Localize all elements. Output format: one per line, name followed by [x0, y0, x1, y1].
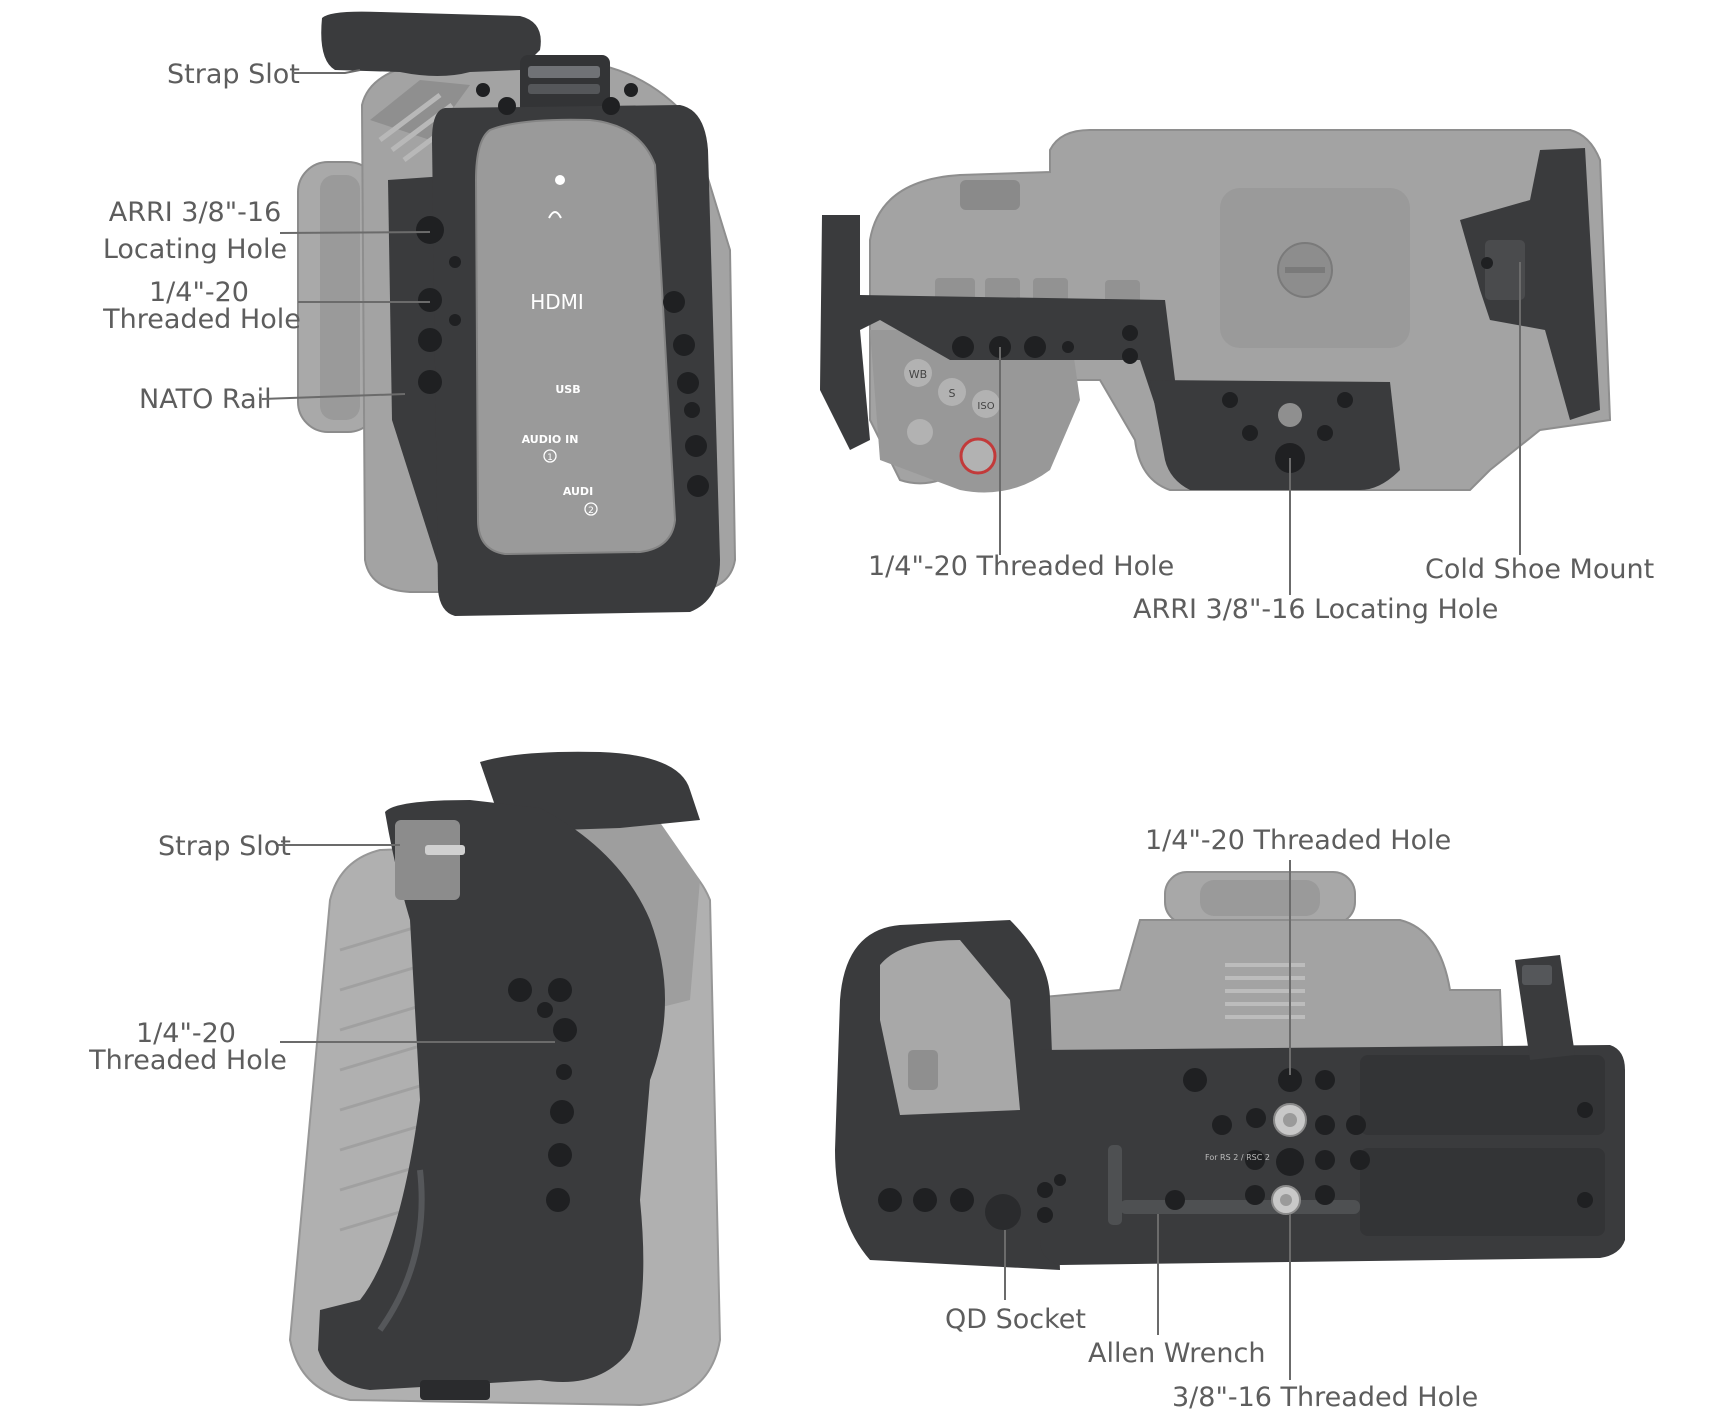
- button-s: S: [949, 387, 956, 400]
- port-audio-in: AUDIO IN: [522, 433, 579, 446]
- mic-icon: [555, 175, 565, 185]
- plate-text: For RS 2 / RSC 2: [1205, 1153, 1270, 1162]
- label-allen-wrench: Allen Wrench: [1088, 1338, 1265, 1369]
- port-door: [474, 118, 677, 556]
- label-grip-strap-slot: Strap Slot: [158, 831, 291, 862]
- label-grip-threaded-line1: 1/4"-20: [136, 1018, 236, 1049]
- port-usb: USB: [555, 383, 580, 396]
- label-bottom-threaded-hole-3-8: 3/8"-16 Threaded Hole: [1172, 1382, 1478, 1412]
- side-view: HDMI USB AUDIO IN 1 AUDI 2 Strap Slot AR…: [102, 11, 737, 616]
- label-bottom-threaded-hole-top: 1/4"-20 Threaded Hole: [1145, 825, 1451, 856]
- label-top-threaded-hole: 1/4"-20 Threaded Hole: [868, 551, 1174, 582]
- label-arri-line2: Locating Hole: [103, 234, 287, 265]
- cage-baseplate: [1150, 380, 1400, 490]
- port-hdmi: HDMI: [530, 290, 584, 314]
- cage-top-left: [820, 215, 1180, 450]
- button-iso: ISO: [977, 401, 994, 412]
- cage-top-holes: [952, 325, 1353, 473]
- grip-view: Strap Slot 1/4"-20 Threaded Hole: [88, 751, 722, 1407]
- label-cold-shoe-mount: Cold Shoe Mount: [1425, 554, 1654, 585]
- cold-shoe: [1485, 240, 1525, 300]
- label-qd-socket: QD Socket: [945, 1304, 1086, 1335]
- button-wb: WB: [909, 368, 927, 381]
- label-threaded-line2: Threaded Hole: [102, 304, 301, 335]
- top-view: WB S ISO 1/4"-20 Threaded Hole Cold Shoe…: [820, 129, 1654, 625]
- label-arri-line1: ARRI 3/8"-16: [109, 197, 282, 228]
- headphone-icon: [548, 211, 562, 219]
- port-audi: AUDI: [563, 485, 593, 498]
- label-nato-rail: NATO Rail: [139, 384, 272, 415]
- bottom-view: For RS 2 / RSC 2 1/4"-20 Threaded Hole Q…: [835, 825, 1625, 1412]
- baseplate-holes: [878, 1068, 1593, 1223]
- cage-left-holes: [416, 216, 461, 394]
- cage-right-side: [1460, 148, 1600, 420]
- label-top-arri-locating: ARRI 3/8"-16 Locating Hole: [1133, 594, 1498, 625]
- grip-holes: [508, 978, 577, 1212]
- camera-buttons: WB S ISO: [904, 359, 1000, 475]
- label-threaded-line1: 1/4"-20: [149, 277, 249, 308]
- port-audi-number: 2: [588, 506, 594, 516]
- grip-cage: [318, 800, 665, 1390]
- label-grip-threaded-line2: Threaded Hole: [88, 1045, 287, 1076]
- qd-socket: [985, 1194, 1021, 1230]
- port-audio-in-number: 1: [547, 453, 553, 463]
- label-strap-slot: Strap Slot: [167, 59, 300, 90]
- grip-texture: [339, 918, 441, 1232]
- top-handle: [321, 11, 541, 77]
- cage-right-holes: [663, 291, 709, 497]
